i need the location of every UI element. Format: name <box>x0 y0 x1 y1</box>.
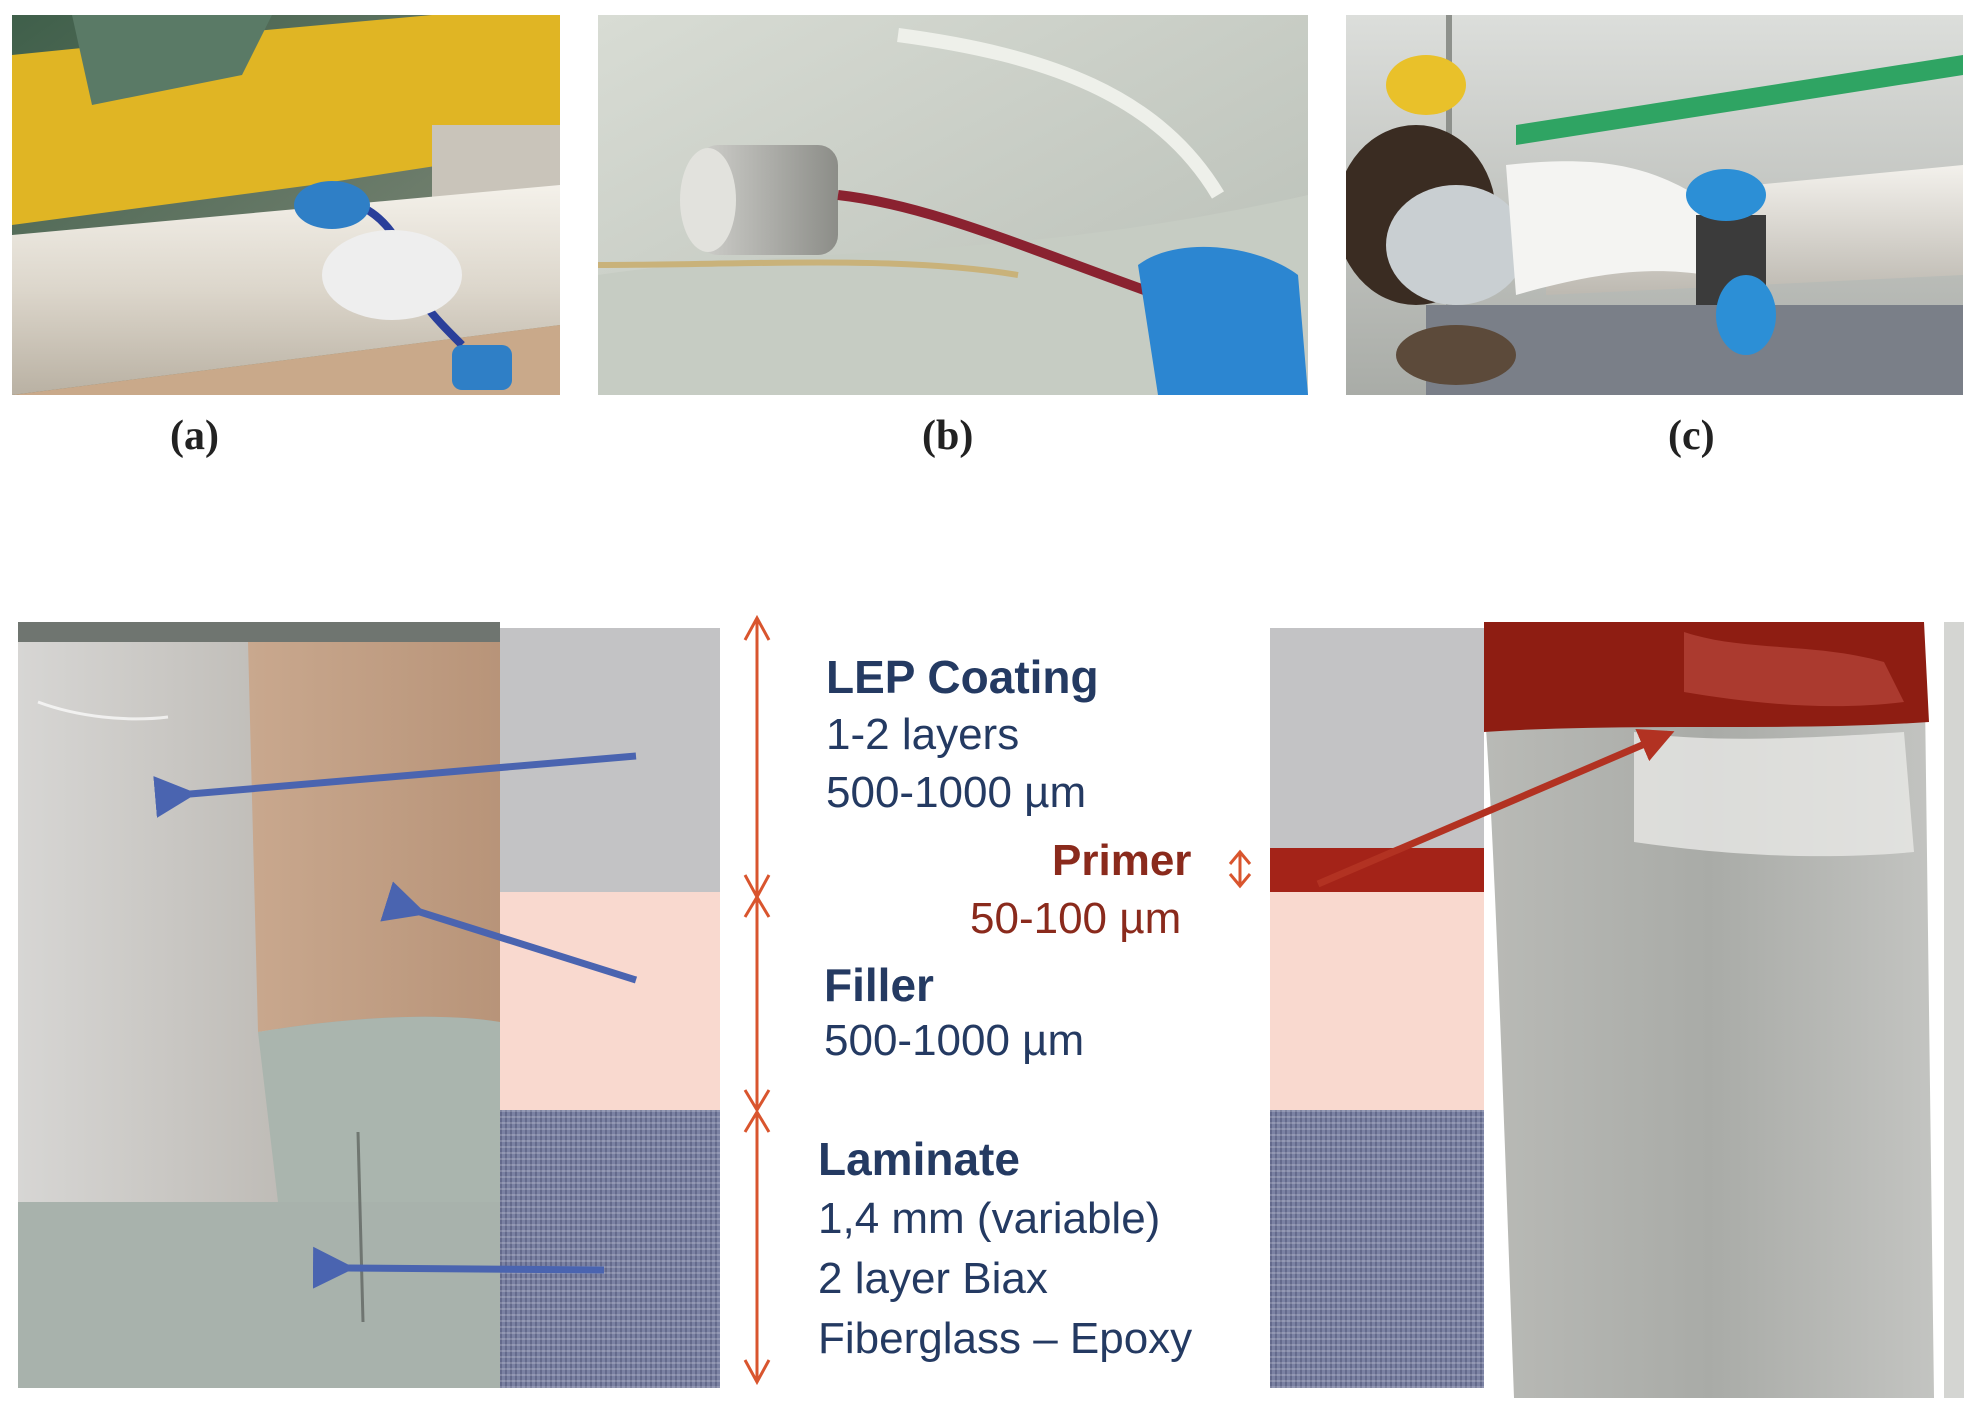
lep-line1: 1-2 layers <box>826 710 1020 759</box>
photo-c <box>1346 15 1963 395</box>
left-sample-photo <box>18 622 500 1388</box>
photo-a <box>12 15 560 395</box>
left-filler-layer <box>500 892 720 1110</box>
dimension-arrow-laminate <box>743 1109 771 1386</box>
filler-title: Filler <box>824 959 934 1011</box>
pointer-arrow-laminate <box>312 1246 605 1289</box>
dimension-arrow-primer <box>1228 849 1252 889</box>
caption-a: (a) <box>170 413 219 459</box>
right-sample-photo <box>1484 622 1964 1398</box>
photo-b <box>598 15 1308 395</box>
left-laminate-layer <box>500 1110 720 1388</box>
laminate-title: Laminate <box>818 1133 1020 1185</box>
caption-b: (b) <box>922 413 974 459</box>
filler-line1: 500-1000 µm <box>824 1016 1085 1065</box>
pointer-arrow-filler <box>380 881 638 984</box>
lep-title: LEP Coating <box>826 651 1099 703</box>
laminate-line3: Fiberglass – Epoxy <box>818 1314 1193 1363</box>
lep-line2: 500-1000 µm <box>826 768 1087 817</box>
laminate-line1: 1,4 mm (variable) <box>818 1194 1161 1243</box>
caption-c: (c) <box>1668 413 1715 459</box>
right-laminate-layer <box>1270 1110 1484 1388</box>
pointer-arrow-primer <box>1316 728 1675 888</box>
right-filler-layer <box>1270 892 1484 1110</box>
dimension-arrow-filler <box>743 894 771 1113</box>
laminate-line2: 2 layer Biax <box>818 1254 1048 1303</box>
dimension-arrow-lep <box>743 614 771 901</box>
primer-line1: 50-100 µm <box>970 894 1182 943</box>
right-lep-layer <box>1270 628 1484 848</box>
pointer-arrow-lep <box>153 752 637 818</box>
primer-title: Primer <box>1052 836 1192 885</box>
